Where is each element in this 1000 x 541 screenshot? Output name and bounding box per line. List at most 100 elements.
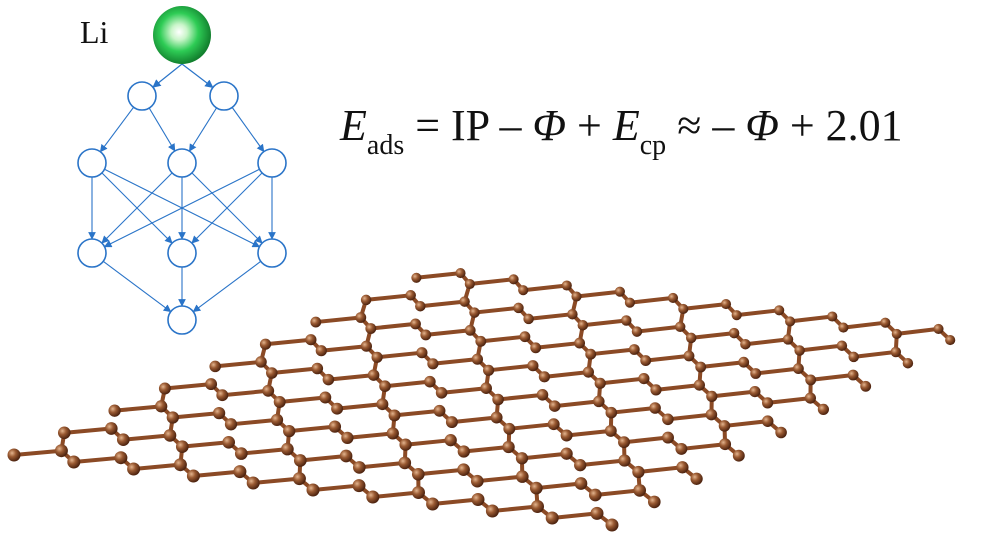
carbon-atom [455,268,466,279]
carbon-atom [127,462,141,476]
carbon-atom [631,326,643,337]
carbon-bond [12,448,64,457]
carbon-atom [212,406,226,420]
adsorption-energy-equation: Eads = IP – Φ + Ecp ≈ – Φ + 2.01 [340,101,903,160]
carbon-bond [533,341,582,350]
carbon-atom [638,373,650,385]
carbon-atom [319,391,332,404]
carbon-atom [860,380,872,392]
carbon-atom [435,387,448,399]
carbon-atom [379,380,391,392]
carbon-atom [464,324,476,336]
carbon-bond [788,314,835,324]
carbon-atom [360,294,372,306]
carbon-atom [339,449,353,463]
carbon-bond [472,305,521,315]
carbon-atom [618,436,630,449]
carbon-atom [412,486,425,499]
carbon-bond [593,488,642,497]
carbon-bond [213,359,263,369]
carbon-atom [614,286,625,297]
carbon-bond [418,299,467,309]
carbon-atom [585,348,597,360]
carbon-atom [233,465,247,479]
carbon-bond [765,396,813,405]
carbon-bond [580,318,629,328]
carbon-bond [416,467,466,477]
carbon-bond [588,347,637,357]
carbon-atom [945,335,956,346]
carbon-bond [382,379,432,389]
network-node [167,305,197,335]
carbon-atom [173,458,187,472]
carbon-atom [647,495,661,509]
carbon-atom [266,367,278,379]
carbon-atom [293,454,307,467]
carbon-atom [209,360,221,373]
carbon-bond [542,370,591,379]
carbon-atom [662,431,674,444]
carbon-atom [7,448,21,462]
carbon-atom [366,490,380,504]
carbon-atom [410,318,421,330]
carbon-bond [534,481,583,491]
carbon-atom [530,342,542,354]
carbon-bond [681,302,729,311]
network-arrow [101,172,173,244]
eq-phi-symbol-2: Φ [745,101,779,150]
carbon-atom [794,345,805,356]
carbon-bond [841,320,888,330]
network-arrow [103,168,260,248]
carbon-bond [269,366,320,375]
carbon-bond [643,353,691,363]
carbon-atom [433,404,446,417]
carbon-atom [728,327,740,339]
carbon-bond [808,373,856,382]
carbon-atom [605,518,619,532]
carbon-atom [292,472,306,486]
carbon-atom [376,398,389,411]
carbon-atom [547,418,560,431]
network-arrow [181,63,214,89]
carbon-atom [411,467,425,481]
carbon-bond [423,328,473,337]
carbon-atom [761,415,774,427]
carbon-atom [804,392,817,404]
carbon-atom [459,296,470,307]
carbon-atom [847,369,859,381]
eq-cp-subscript: cp [639,130,667,161]
carbon-bond [654,383,702,392]
li-atom-label: Li [80,14,109,50]
network-arrow [102,260,172,313]
carbon-bond [475,474,525,484]
carbon-atom [649,402,661,414]
carbon-bond [753,366,801,376]
carbon-bond [180,440,231,449]
carbon-atom [386,427,399,440]
carbon-atom [706,390,718,402]
carbon-atom [508,274,519,285]
carbon-atom [836,340,848,351]
carbon-bond [496,392,545,402]
li-atom-icon [153,6,211,64]
network-arrow [188,107,218,152]
network-node [257,148,287,178]
carbon-bond [430,357,480,366]
carbon-bond [311,483,361,492]
carbon-bond [131,462,183,471]
carbon-atom [774,305,785,316]
carbon-atom [469,307,480,318]
carbon-atom [310,316,322,328]
carbon-atom [588,488,602,502]
carbon-bond [71,455,123,464]
carbon-atom [880,317,891,328]
carbon-atom [444,434,457,447]
carbon-atom [427,358,439,370]
carbon-atom [470,474,484,488]
network-arrow [152,63,183,88]
carbon-atom [720,299,732,310]
carbon-atom [662,413,674,426]
carbon-atom [398,456,412,470]
carbon-atom [224,418,238,431]
carbon-atom [785,316,796,327]
